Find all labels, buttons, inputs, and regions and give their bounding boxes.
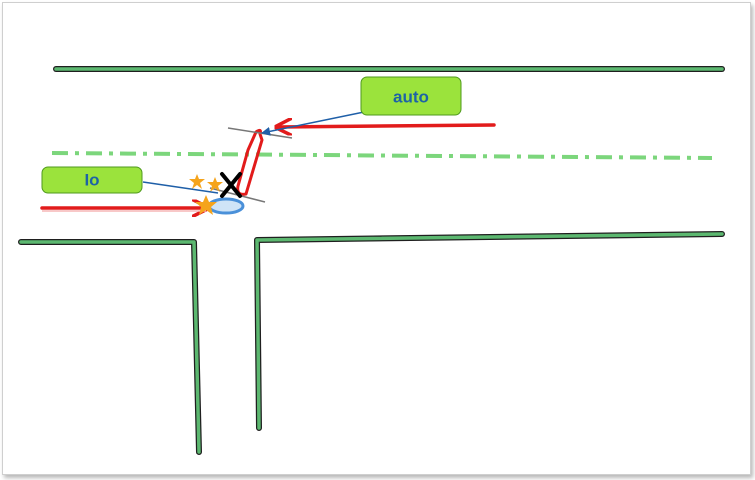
- label-io-text: Io: [84, 170, 99, 189]
- swirl-icon: [207, 197, 245, 215]
- road-edge-bottom-right: [254, 231, 725, 431]
- io-leader-line: [142, 181, 219, 194]
- uturn-marker-top: [227, 127, 293, 139]
- lane-divider: [51, 151, 713, 160]
- label-io: Io: [41, 166, 143, 194]
- star-icon: [195, 195, 217, 215]
- label-auto-text: auto: [393, 87, 429, 106]
- road-edge-bottom-left: [18, 239, 202, 455]
- star-icon: [189, 174, 205, 189]
- auto-leader-line: [261, 111, 365, 136]
- label-auto: auto: [360, 76, 462, 116]
- auto-vehicle-uturn-path: [236, 128, 264, 196]
- x-mark-icon: [220, 172, 242, 198]
- star-icon: [207, 177, 223, 192]
- auto-vehicle-path: [278, 125, 496, 127]
